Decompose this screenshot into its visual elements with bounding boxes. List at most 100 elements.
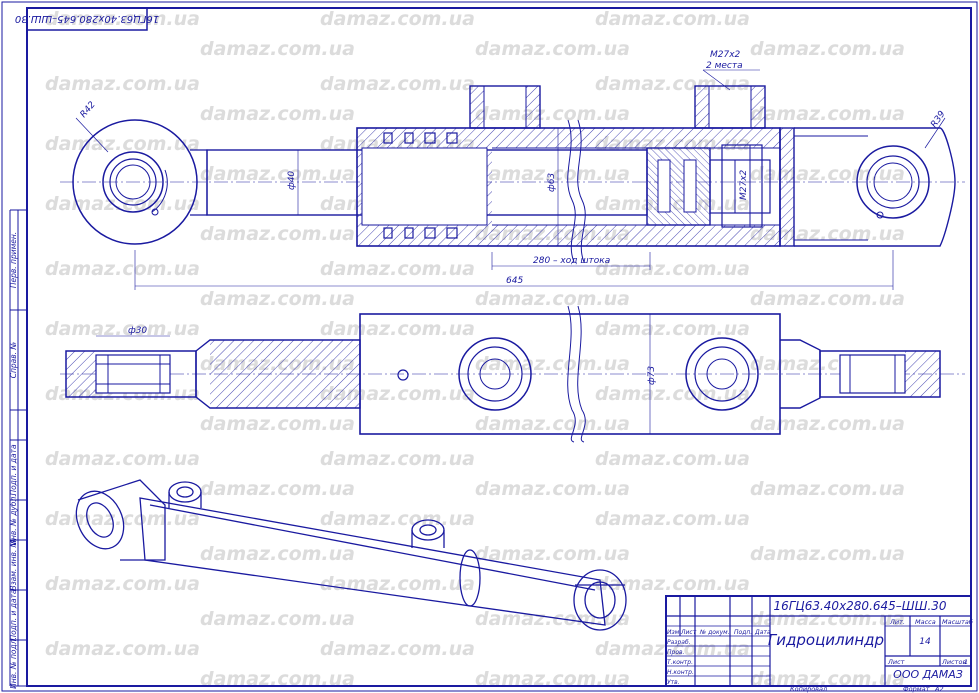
rear-cap xyxy=(779,127,795,247)
rotated-stamp-box xyxy=(26,7,148,31)
watermark-text: damaz.com.ua xyxy=(475,353,630,375)
watermark-text: damaz.com.ua xyxy=(45,448,200,470)
watermark-text: damaz.com.ua xyxy=(200,38,355,60)
tb-mass-label: Масса xyxy=(915,618,936,626)
tb-name: Гидроцилиндр xyxy=(768,631,884,649)
tb-col-sign: Подп. xyxy=(734,629,752,636)
dim-pin-diameter: ф30 xyxy=(128,326,147,336)
watermark-text: damaz.com.ua xyxy=(595,8,750,30)
watermark-text: damaz.com.ua xyxy=(475,38,630,60)
watermark-text: damaz.com.ua xyxy=(750,608,905,630)
watermark-text: damaz.com.ua xyxy=(595,258,750,280)
tb-col-list: Лист xyxy=(680,629,697,636)
right-eye-ring xyxy=(856,145,930,219)
dim-port-thread: M27х2 xyxy=(710,50,741,60)
sheet-inner-frame xyxy=(26,7,972,687)
watermark-text: damaz.com.ua xyxy=(475,163,630,185)
tb-copied: Копировал xyxy=(790,685,827,693)
tb-sheets-label: Листов xyxy=(941,658,966,666)
tb-scale-label: Масштаб xyxy=(942,618,973,626)
watermark-text: damaz.com.ua xyxy=(475,668,630,690)
watermark-text: damaz.com.ua xyxy=(475,478,630,500)
tb-role-approver: Утв. xyxy=(667,679,680,686)
watermark-text: damaz.com.ua xyxy=(45,318,200,340)
tb-format-value: A2 xyxy=(934,685,944,693)
watermark-text: damaz.com.ua xyxy=(750,38,905,60)
side-view xyxy=(60,305,965,443)
watermark-text: damaz.com.ua xyxy=(320,573,475,595)
stamp-label-ref-no: Справ. № xyxy=(9,342,18,379)
watermark-text: damaz.com.ua xyxy=(200,288,355,310)
left-eye-ring xyxy=(102,151,164,213)
dim-port-count: 2 места xyxy=(706,61,743,71)
top-view-section xyxy=(60,69,965,290)
tb-designation: 16ГЦ63.40х280.645–ШШ.30 xyxy=(773,599,946,613)
watermark-text: damaz.com.ua xyxy=(750,288,905,310)
isometric-view xyxy=(75,479,627,631)
watermark-text: damaz.com.ua xyxy=(45,8,200,30)
stamp-label-dup-inv: Инв. № дубл. xyxy=(9,494,18,545)
tb-col-doc: № докум. xyxy=(699,629,730,636)
watermark-text: damaz.com.ua xyxy=(475,103,630,125)
stamp-label-sign-date-2: Подп. и дата xyxy=(9,589,18,640)
watermark-text: damaz.com.ua xyxy=(595,448,750,470)
watermark-text: damaz.com.ua xyxy=(750,478,905,500)
dim-rod-diameter: ф40 xyxy=(287,171,297,190)
port-boss-right xyxy=(685,337,759,411)
stamp-label-orig-inv: Инв. № подл. xyxy=(9,637,18,689)
rotated-designation: 16ГЦ63.40х280.645–ШШ.30 xyxy=(15,13,159,24)
dim-bore-diameter: ф63 xyxy=(547,173,557,192)
watermark-text: damaz.com.ua xyxy=(320,318,475,340)
watermark-text: damaz.com.ua xyxy=(320,73,475,95)
watermark-text: damaz.com.ua xyxy=(45,133,200,155)
dim-eye-left-radius: R42 xyxy=(79,100,98,120)
watermark-text: damaz.com.ua xyxy=(320,508,475,530)
side-stamp-labels: Перв. примен. Справ. № Подп. и дата Инв.… xyxy=(9,232,18,689)
watermark-text: damaz.com.ua xyxy=(200,163,355,185)
dim-overall-length: 645 xyxy=(506,276,523,286)
dim-stroke: 280 – ход штока xyxy=(533,256,610,266)
stamp-label-repl-inv: Взам. инв. № xyxy=(9,539,18,590)
tb-role-norm-control: Н.контр. xyxy=(667,669,694,676)
watermark-text: damaz.com.ua xyxy=(475,288,630,310)
watermark-text: damaz.com.ua xyxy=(595,318,750,340)
watermark-text: damaz.com.ua xyxy=(200,103,355,125)
tb-format-label: Формат xyxy=(903,685,930,693)
watermark-text: damaz.com.ua xyxy=(750,413,905,435)
watermark-text: damaz.com.ua xyxy=(320,448,475,470)
watermark-text: damaz.com.ua xyxy=(475,543,630,565)
tb-lit-label: Лит. xyxy=(889,618,905,626)
watermark-text: damaz.com.ua xyxy=(750,103,905,125)
tb-col-date: Дата xyxy=(754,629,771,636)
watermark-text: damaz.com.ua xyxy=(200,543,355,565)
dimension-labels: R42 R39 ф40 ф63 M27х2 2 места M27х2 280 … xyxy=(79,50,948,385)
watermark-text: damaz.com.ua xyxy=(200,668,355,690)
watermark-text: damaz.com.ua xyxy=(750,543,905,565)
watermark-text: damaz.com.ua xyxy=(200,413,355,435)
watermark-text: damaz.com.ua xyxy=(595,383,750,405)
watermark-text: damaz.com.ua xyxy=(320,8,475,30)
watermark-text: damaz.com.ua xyxy=(200,478,355,500)
stamp-label-first-use: Перв. примен. xyxy=(9,232,18,288)
port-boss-left xyxy=(458,337,532,411)
watermark-text: damaz.com.ua xyxy=(45,258,200,280)
tb-col-izm: Изм xyxy=(667,629,680,636)
dim-piston-thread: M27х2 xyxy=(739,169,749,200)
watermark-text: damaz.com.ua xyxy=(595,73,750,95)
watermark-text: damaz.com.ua xyxy=(45,73,200,95)
tb-mass-value: 14 xyxy=(919,637,931,647)
tb-role-developer: Разраб. xyxy=(667,639,691,646)
watermark-text: damaz.com.ua xyxy=(475,608,630,630)
watermark-text: damaz.com.ua xyxy=(595,573,750,595)
left-eye-outer xyxy=(72,119,198,245)
stamp-label-sign-date-1: Подп. и дата xyxy=(9,444,18,495)
watermark-text: damaz.com.ua xyxy=(45,638,200,660)
title-block-text: 16ГЦ63.40х280.645–ШШ.30 Гидроцилиндр ООО… xyxy=(667,599,973,693)
watermark-text: damaz.com.ua xyxy=(595,508,750,530)
watermark-text: damaz.com.ua xyxy=(200,608,355,630)
watermark-text: damaz.com.ua xyxy=(320,638,475,660)
dim-eye-right-radius: R39 xyxy=(929,109,948,129)
